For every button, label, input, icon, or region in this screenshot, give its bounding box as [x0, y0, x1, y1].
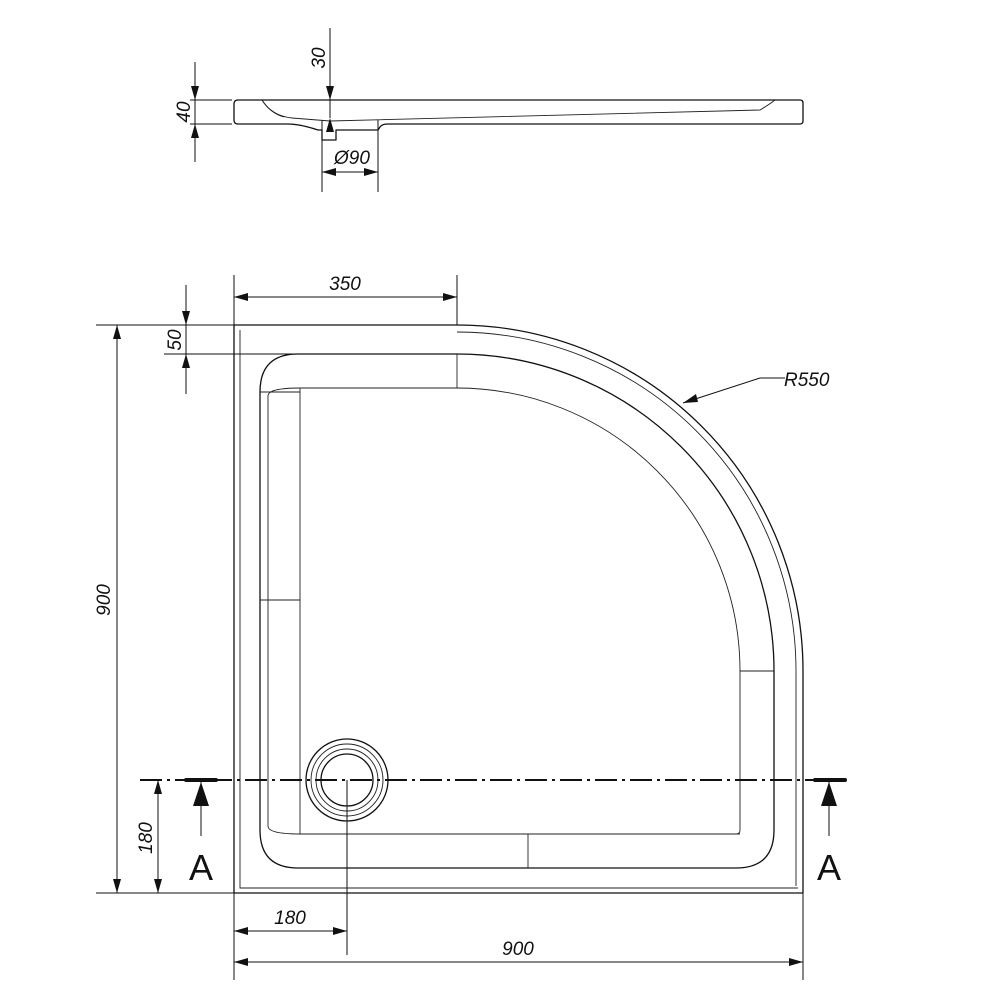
waste-diameter-arrow: [364, 168, 378, 176]
section-label-right: A: [817, 847, 841, 888]
waste-offset-x-arrow: [333, 927, 347, 935]
rim-depth-label: 30: [309, 47, 330, 69]
section-marker-left: A: [184, 778, 218, 888]
tray-height-label: 40: [174, 101, 195, 123]
rim-width-arrow: [182, 354, 190, 368]
tray-profile-inner-left: [261, 99, 285, 118]
side-length-arrow: [113, 879, 121, 893]
width-arrow: [234, 958, 248, 966]
side-length-arrow: [113, 325, 121, 339]
tray-profile-inner-slope: [261, 99, 776, 122]
waste-offset-y-arrow: [154, 879, 162, 893]
straight-edge-arrow: [234, 293, 248, 301]
tray-outer-outline: [233, 324, 804, 894]
radius-label: R550: [784, 370, 830, 391]
section-label-left: A: [189, 847, 213, 888]
tray-height-arrow: [191, 86, 199, 100]
straight-edge-arrow: [443, 293, 457, 301]
rim-depth-arrow: [326, 118, 334, 132]
waste-offset-x-arrow: [234, 927, 248, 935]
profile-view: 30 40 Ø90: [174, 28, 804, 192]
plan-view: A A 350 50 R550 900: [94, 274, 847, 980]
basin-floor-outline: [267, 387, 741, 835]
rim-depth-arrow: [326, 86, 334, 100]
section-marker-right: A: [813, 778, 847, 888]
radius-arrow: [683, 394, 698, 403]
rim-width-label: 50: [165, 329, 186, 351]
width-arrow: [789, 958, 803, 966]
waste-offset-y-label: 180: [136, 822, 157, 854]
waste-offset-y-arrow: [154, 780, 162, 794]
straight-edge-label: 350: [329, 274, 361, 295]
rim-inner-contour: [239, 330, 798, 889]
waste-diameter-label: Ø90: [333, 148, 370, 169]
rim-width-arrow: [182, 311, 190, 325]
waste-offset-x-label: 180: [274, 908, 306, 929]
side-length-label: 900: [94, 584, 115, 616]
tray-profile-outline: [233, 99, 804, 141]
tray-height-arrow: [191, 124, 199, 138]
waste-diameter-arrow: [322, 168, 336, 176]
rim-outer-highlight: [456, 331, 797, 886]
width-label: 900: [502, 939, 534, 960]
